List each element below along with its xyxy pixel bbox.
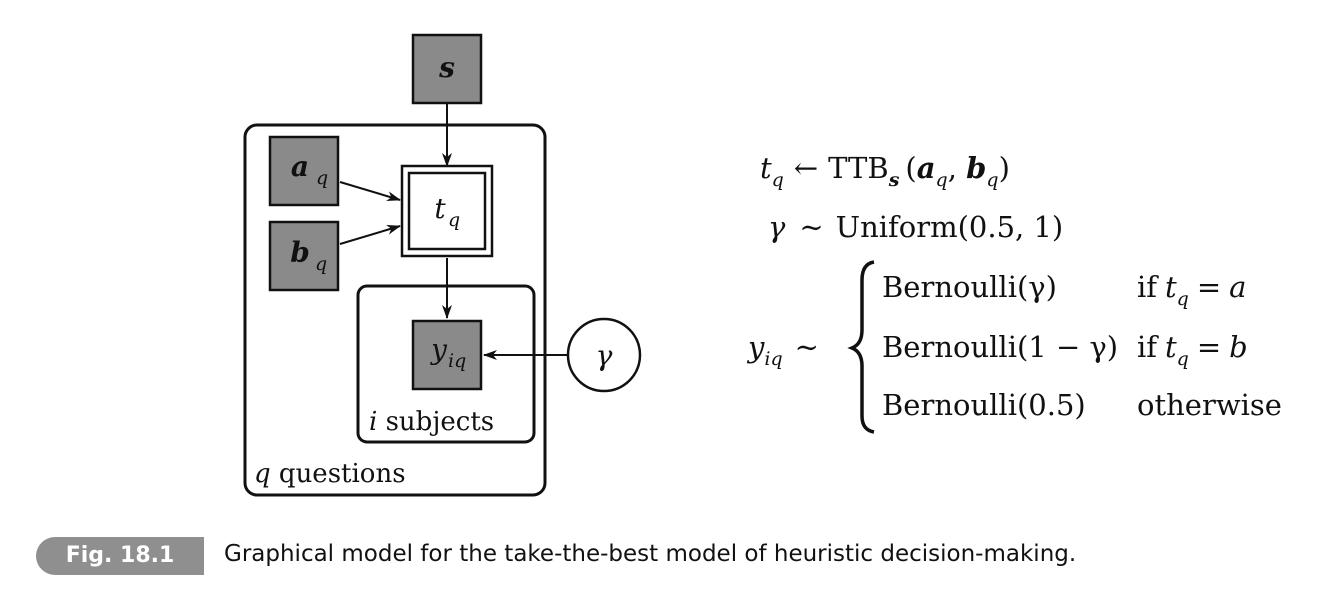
plate-questions: [243, 123, 547, 497]
plate-subjects-word: subjects: [386, 407, 495, 437]
plate-questions-label: q questions: [254, 459, 406, 489]
node-s: [411, 33, 483, 105]
edge-a-to-t: [339, 181, 401, 202]
eq1-arg1-subscript: q: [936, 169, 948, 191]
case-1-if: if: [1137, 270, 1159, 304]
figure-caption: Graphical model for the take-the-best mo…: [224, 541, 1077, 567]
node-a-q-subscript: q: [316, 167, 328, 189]
eq1-function-subscript: s: [888, 169, 900, 191]
node-b-q: [268, 220, 340, 292]
eq3-lhs: y: [746, 330, 765, 364]
case-2-if: if: [1137, 330, 1159, 364]
eq1-open-paren: (: [905, 151, 916, 185]
case-3-distribution: Bernoulli(0.5): [882, 388, 1086, 422]
eq3-lhs-subscript: iq: [764, 348, 782, 370]
plate-subjects-label: i subjects: [369, 407, 494, 437]
plate-subjects-index: i: [369, 407, 377, 437]
plate-questions-word: questions: [279, 459, 406, 489]
node-t-q-label: t: [434, 192, 446, 225]
eq2-lhs: γ: [768, 210, 786, 244]
node-b-q-subscript: q: [315, 253, 327, 275]
case-2-relation: =: [1197, 330, 1221, 364]
plate-questions-index: q: [254, 459, 271, 489]
node-s-label: s: [438, 51, 455, 84]
node-y-iq-subscript: iq: [448, 350, 466, 372]
case-3-condition: otherwise: [1137, 388, 1282, 422]
case-2-var: t: [1165, 330, 1177, 364]
case-1-distribution: Bernoulli(γ): [882, 270, 1057, 304]
equation-gamma-prior: γ ∼ Uniform(0.5, 1): [768, 210, 1063, 244]
node-a-q-label: a: [291, 150, 309, 183]
eq1-arg2: b: [966, 151, 986, 185]
node-b-q-label: b: [290, 236, 310, 269]
eq1-arg1: a: [917, 151, 936, 185]
equation-y-lhs: yiq ∼: [746, 330, 819, 370]
case-1-var-subscript: q: [1177, 288, 1189, 310]
eq1-operator: ←: [794, 151, 818, 185]
eq2-operator: ∼: [799, 210, 823, 244]
case-2-var-subscript: q: [1177, 348, 1189, 370]
node-t-q: [407, 171, 487, 251]
figure-number-tag: Fig. 18.1: [36, 537, 204, 575]
eq3-operator: ∼: [795, 330, 819, 364]
node-a-q: [268, 135, 340, 207]
node-gamma: [566, 317, 642, 393]
cases-brace: [847, 260, 875, 434]
eq1-lhs-subscript: q: [772, 169, 784, 191]
case-2-distribution: Bernoulli(1 − γ): [882, 330, 1118, 364]
equation-ttb: tq←TTBs(aq, bq): [760, 151, 1010, 191]
eq1-function-name: TTB: [828, 151, 889, 185]
node-y-iq: [411, 319, 483, 391]
edge-b-to-t: [339, 224, 401, 245]
case-1-relation: =: [1197, 270, 1221, 304]
case-1-var: t: [1165, 270, 1177, 304]
eq2-rhs: Uniform(0.5, 1): [836, 210, 1064, 244]
eq1-comma: ,: [948, 151, 966, 185]
node-gamma-label: γ: [596, 339, 613, 372]
case-1-value: a: [1229, 270, 1246, 304]
eq1-lhs: t: [760, 151, 772, 185]
node-y-iq-label: y: [429, 333, 448, 366]
eq1-close-paren: ): [999, 151, 1010, 185]
node-t-q-subscript: q: [448, 209, 460, 231]
case-2-value: b: [1229, 330, 1248, 364]
eq1-arg2-subscript: q: [986, 169, 998, 191]
